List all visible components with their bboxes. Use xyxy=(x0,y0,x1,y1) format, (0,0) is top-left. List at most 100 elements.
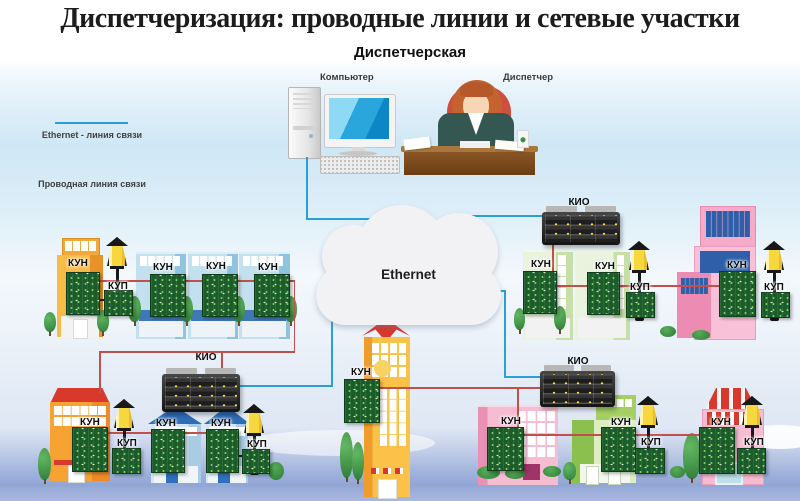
door xyxy=(73,319,88,339)
kun-label: КУН xyxy=(68,258,88,269)
windows xyxy=(600,399,632,409)
computer-label: Компьютер xyxy=(320,72,374,83)
dispatcher-fringe xyxy=(460,82,493,97)
desk-top xyxy=(401,146,538,152)
tower-drive xyxy=(293,126,314,130)
dispatcher-label: Диспетчер xyxy=(503,72,554,83)
controller-board-kun xyxy=(151,429,185,473)
kun-label: КУН xyxy=(153,262,173,273)
kun-label: КУН xyxy=(595,261,615,272)
controller-board-kun xyxy=(150,274,186,317)
building-entrance xyxy=(578,318,626,338)
wired-line xyxy=(552,245,554,274)
controller-board-kun xyxy=(699,427,735,474)
windows xyxy=(192,256,232,268)
building-entrance xyxy=(139,321,183,337)
kup-label: КУП xyxy=(744,437,764,448)
tree xyxy=(38,448,51,484)
kup-label: КУП xyxy=(630,282,650,293)
building-red-roof xyxy=(49,388,111,404)
keyboard xyxy=(320,156,400,174)
wired-line xyxy=(99,351,101,393)
monitor-stand xyxy=(352,147,365,152)
door xyxy=(378,479,397,499)
kun-label: КУН xyxy=(711,417,731,428)
kun-label: КУН xyxy=(258,262,278,273)
kun-label: КУН xyxy=(351,367,371,378)
windows xyxy=(65,241,96,251)
building-entrance xyxy=(191,321,235,337)
door xyxy=(523,464,540,480)
wired-line xyxy=(517,387,519,427)
kun-label: КУН xyxy=(206,261,226,272)
tower-vents xyxy=(293,93,314,109)
bush xyxy=(505,468,525,479)
controller-board-kup xyxy=(737,448,766,474)
door xyxy=(586,466,599,485)
controller-board-kup xyxy=(761,292,790,318)
legend-ethernet-label: Ethernet - линия связи xyxy=(41,130,143,140)
tree xyxy=(554,306,566,334)
kun-label: КУН xyxy=(80,417,100,428)
controller-board-kun xyxy=(719,271,756,317)
dispatcher-room-title: Диспетчерская xyxy=(354,44,466,61)
bush xyxy=(543,466,561,477)
ethernet-line xyxy=(448,215,544,217)
bush xyxy=(692,330,710,340)
kun-label: КУН xyxy=(727,260,747,271)
wired-line xyxy=(293,280,295,352)
windows xyxy=(617,255,627,309)
kup-label: КУП xyxy=(117,438,137,449)
coffee-cup xyxy=(517,130,529,148)
controller-board-kun xyxy=(344,379,380,423)
ethernet-line xyxy=(504,290,506,378)
tower-power-button xyxy=(309,134,313,138)
wired-line xyxy=(95,280,295,282)
kup-label: КУП xyxy=(641,437,661,448)
bush xyxy=(660,326,676,337)
kio-label: КИО xyxy=(195,352,217,363)
kio-server-rack xyxy=(542,206,620,245)
kio-label: КИО xyxy=(567,356,589,367)
wired-line xyxy=(100,351,295,353)
monitor-base xyxy=(339,151,377,156)
page-title: Диспетчеризация: проводные линии и сетев… xyxy=(60,3,740,34)
papers xyxy=(460,141,490,148)
ethernet-line xyxy=(504,376,542,378)
controller-board-kun xyxy=(587,272,620,315)
controller-board-kup xyxy=(112,448,141,474)
ethernet-line xyxy=(331,300,333,387)
kio-label: КИО xyxy=(568,197,590,208)
windows xyxy=(706,211,750,241)
windows xyxy=(140,256,180,268)
monitor-screen xyxy=(329,98,389,139)
bush xyxy=(670,466,685,478)
kun-label: КУН xyxy=(211,418,231,429)
tree xyxy=(340,432,353,482)
windows xyxy=(243,256,283,268)
desk-front xyxy=(404,152,535,175)
tree xyxy=(44,312,56,336)
controller-board-kun xyxy=(601,427,636,472)
cloud-label: Ethernet xyxy=(381,267,436,282)
controller-board-kup xyxy=(635,448,665,474)
windows xyxy=(558,255,570,309)
controller-board-kun xyxy=(523,271,557,314)
legend-ethernet-line xyxy=(55,122,128,124)
bush xyxy=(268,462,284,480)
ethernet-line xyxy=(306,157,308,220)
controller-board-kun xyxy=(72,427,108,472)
kun-label: КУН xyxy=(501,416,521,427)
controller-board-kun xyxy=(206,429,239,473)
legend-wired-label: Проводная линия связи xyxy=(38,179,146,189)
tree xyxy=(683,433,701,483)
kup-label: КУП xyxy=(108,281,128,292)
kio-server-rack xyxy=(162,368,240,412)
tree xyxy=(352,442,364,484)
controller-board-kun xyxy=(66,272,100,315)
kun-label: КУН xyxy=(531,259,551,270)
controller-board-kup xyxy=(626,292,655,318)
windows xyxy=(681,278,708,296)
round-window xyxy=(374,360,391,377)
